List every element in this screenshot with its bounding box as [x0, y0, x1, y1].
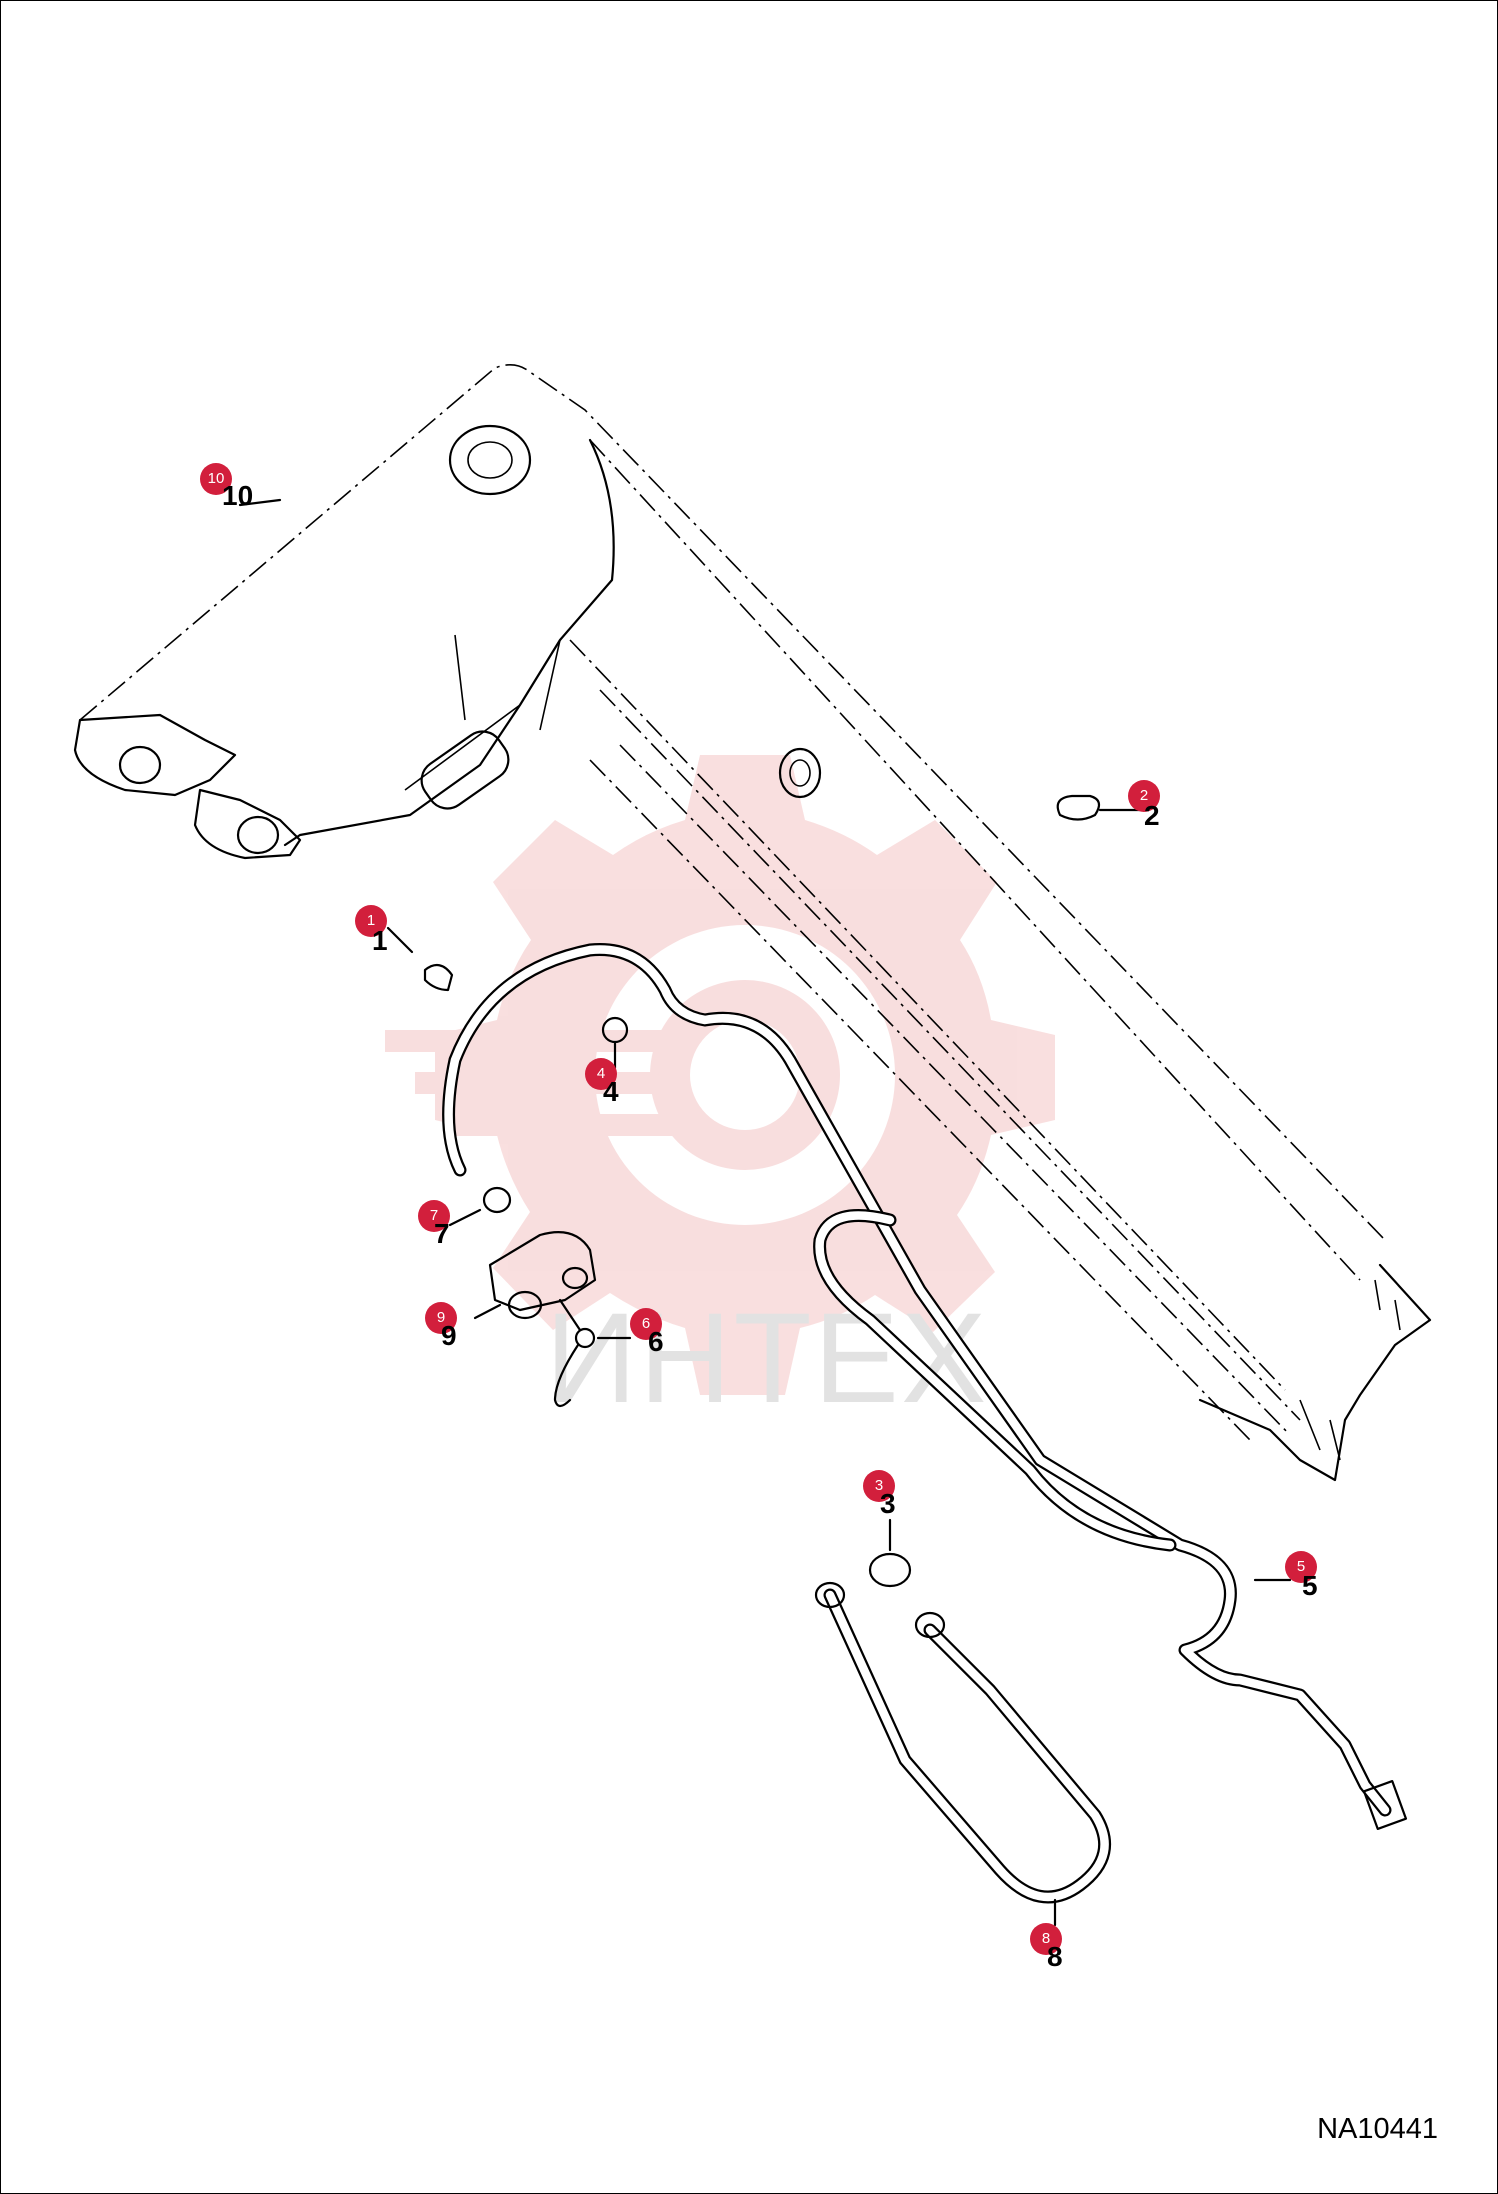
hose-part-8 [814, 1581, 1112, 1927]
boom-cylinder-hole [448, 424, 532, 496]
leader-line-7 [448, 1208, 482, 1227]
boom-lug-right [193, 788, 302, 860]
boom-pivot-hole-left [118, 745, 162, 785]
callout-9[interactable]: 9 [425, 1302, 457, 1334]
boom-rail-4 [619, 744, 1291, 1436]
cap-6-lanyard [553, 1343, 580, 1408]
clamp-part-2 [1056, 794, 1142, 821]
valve-9-port-left [507, 1290, 543, 1320]
boom-rail-1 [589, 439, 1361, 1281]
clamp-4-ring [601, 1016, 629, 1044]
boom-cylinder-hole-inner [467, 441, 513, 479]
ref-number-8: 8 [1047, 1941, 1063, 1972]
boom-rail-2 [569, 639, 1286, 1391]
hose-8-inner [825, 1590, 1109, 1902]
clip-1-body [423, 963, 454, 992]
callout-2[interactable]: 2 [1128, 780, 1160, 812]
clamp-2-body [1056, 794, 1101, 821]
hose-8-outer [823, 1588, 1112, 1904]
cap-6-body [574, 1327, 596, 1349]
wire-harness-part-5 [442, 943, 1408, 1831]
leader-line-10 [238, 498, 282, 507]
ref-number-3: 3 [880, 1488, 896, 1519]
hose-8-end-right [914, 1611, 946, 1639]
callout-4[interactable]: 4 [585, 1058, 617, 1090]
ref-number-10: 10 [222, 480, 254, 511]
harness-5-inner [444, 945, 1390, 1815]
hose-8-return-inner [815, 1211, 1175, 1550]
boom-tip-plates [1299, 1279, 1401, 1461]
boom-lug-left [73, 713, 237, 797]
clamp-part-4 [601, 1016, 629, 1070]
callout-8[interactable]: 8 [1030, 1923, 1062, 1955]
boom-front-face [283, 438, 615, 847]
ref-number-7: 7 [434, 1218, 450, 1249]
valve-9-body [488, 1231, 597, 1312]
callout-3[interactable]: 3 [863, 1470, 895, 1502]
callout-6[interactable]: 6 [630, 1308, 662, 1340]
clip-part-1 [386, 926, 454, 992]
callout-10[interactable]: 10 [200, 463, 232, 495]
fitting-part-7 [448, 1186, 512, 1227]
boom-bushing-inner [789, 759, 811, 787]
ref-number-1: 1 [372, 925, 388, 956]
cap-part-6 [553, 1298, 632, 1408]
callout-5[interactable]: 5 [1285, 1551, 1317, 1583]
gear-logo-icon [385, 755, 1055, 1395]
leader-line-9 [473, 1303, 502, 1320]
boom-outline-top [79, 364, 1386, 1241]
hose-8-end-left [814, 1581, 846, 1609]
valve-part-9 [473, 1231, 597, 1320]
ref-number-4: 4 [603, 1076, 619, 1107]
ref-number-6: 6 [648, 1326, 664, 1357]
ref-number-5: 5 [1302, 1570, 1318, 1601]
boom-rail-5 [589, 759, 1251, 1441]
boom-bushing [778, 747, 822, 799]
boom-arm [73, 364, 1432, 1482]
clamp-part-3 [868, 1518, 912, 1588]
leader-line-1 [386, 926, 414, 954]
clamp-3-ring [868, 1552, 912, 1588]
callout-7[interactable]: 7 [418, 1200, 450, 1232]
callout-1[interactable]: 1 [355, 905, 387, 937]
harness-5-connector [1362, 1779, 1408, 1831]
boom-pivot-hole-right [236, 815, 280, 855]
valve-9-port-right [561, 1266, 589, 1290]
drawing-code: NA10441 [1317, 2113, 1438, 2145]
ref-number-2: 2 [1144, 800, 1160, 831]
boom-side-slot [420, 730, 510, 810]
boom-side-panel [404, 634, 561, 791]
fitting-7-body [482, 1186, 512, 1214]
valve-to-cap-line [558, 1298, 582, 1332]
ref-number-9: 9 [441, 1320, 457, 1351]
boom-tip-bracket [1198, 1263, 1432, 1482]
boom-rail-3 [599, 689, 1301, 1421]
